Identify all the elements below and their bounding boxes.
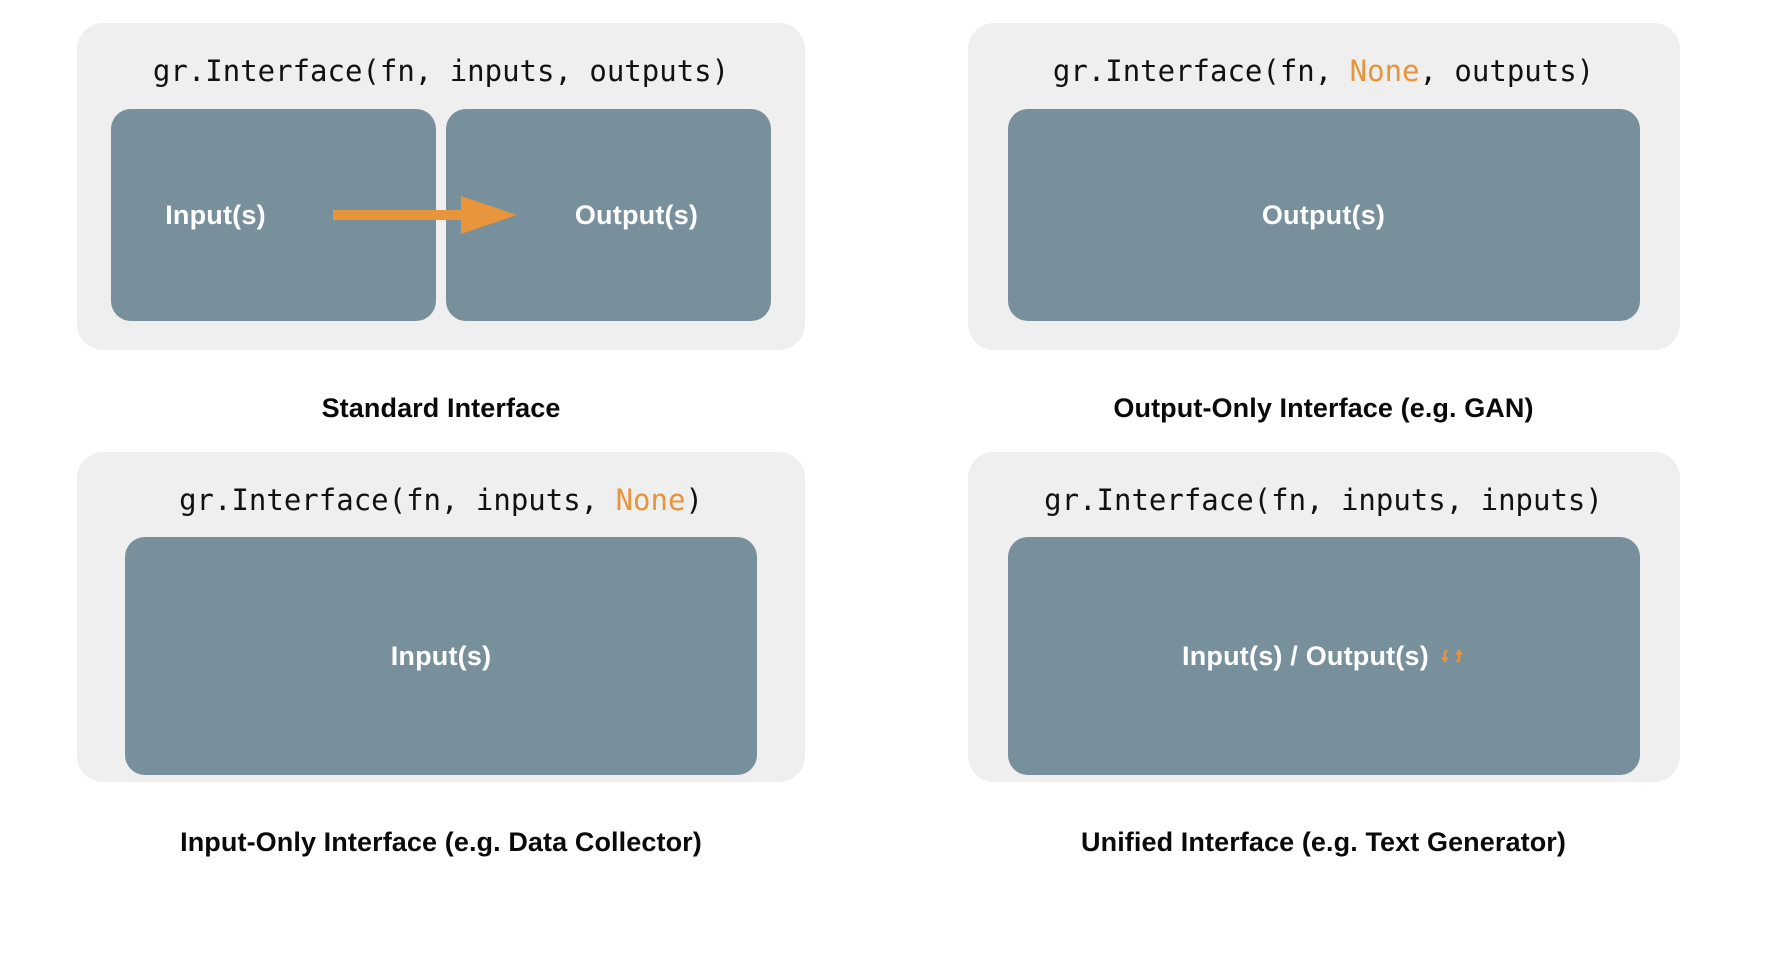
code-part-1: gr.Interface(fn, inputs, inputs) xyxy=(1044,483,1603,517)
panel-caption: Input-Only Interface (e.g. Data Collecto… xyxy=(180,827,702,857)
panel-caption: Output-Only Interface (e.g. GAN) xyxy=(1113,393,1534,423)
box-row: Output(s) xyxy=(1007,109,1640,321)
code-signature: gr.Interface(fn, inputs, inputs) xyxy=(1044,486,1603,515)
panel-card: gr.Interface(fn, inputs, inputs) Input(s… xyxy=(967,452,1680,782)
panel-caption: Standard Interface xyxy=(321,393,561,423)
panel-card: gr.Interface(fn, None, outputs) Output(s… xyxy=(967,23,1680,350)
code-none-keyword: None xyxy=(615,483,686,517)
box-row: Input(s) / Output(s) xyxy=(1007,537,1640,775)
code-part-1: gr.Interface(fn, inputs, outputs) xyxy=(152,54,730,88)
panel-caption: Unified Interface (e.g. Text Generator) xyxy=(1081,827,1566,857)
output-box-label: Output(s) xyxy=(574,199,699,230)
panel-unified-interface: gr.Interface(fn, inputs, inputs) Input(s… xyxy=(882,432,1765,975)
circular-arrows-icon xyxy=(1440,648,1464,664)
code-signature: gr.Interface(fn, inputs, outputs) xyxy=(153,57,729,86)
code-signature: gr.Interface(fn, inputs, None) xyxy=(179,486,703,515)
code-part-1: gr.Interface(fn, inputs, xyxy=(179,483,616,517)
code-part-1: gr.Interface(fn, xyxy=(1052,54,1350,88)
input-box[interactable]: Input(s) xyxy=(111,109,436,321)
output-box-label: Output(s) xyxy=(1261,199,1386,230)
input-box-label: Input(s) xyxy=(390,640,492,671)
panel-card: gr.Interface(fn, inputs, outputs) Input(… xyxy=(77,23,805,350)
input-output-box-text: Input(s) / Output(s) xyxy=(1182,640,1429,671)
panel-card: gr.Interface(fn, inputs, None) Input(s) xyxy=(77,452,805,782)
code-signature: gr.Interface(fn, None, outputs) xyxy=(1053,57,1594,86)
input-output-box[interactable]: Input(s) / Output(s) xyxy=(1007,537,1640,775)
panel-standard-interface: gr.Interface(fn, inputs, outputs) Input(… xyxy=(0,0,882,432)
input-box[interactable]: Input(s) xyxy=(125,537,757,775)
panel-output-only-interface: gr.Interface(fn, None, outputs) Output(s… xyxy=(882,0,1765,432)
code-part-2: , outputs) xyxy=(1419,54,1595,88)
code-part-2: ) xyxy=(685,483,703,517)
output-box[interactable]: Output(s) xyxy=(1007,109,1640,321)
box-row: Input(s) xyxy=(125,537,757,775)
box-row: Input(s) Output(s) xyxy=(111,109,771,321)
output-box[interactable]: Output(s) xyxy=(446,109,771,321)
input-output-box-label: Input(s) / Output(s) xyxy=(1182,641,1465,672)
input-box-label: Input(s) xyxy=(165,199,266,230)
panel-input-only-interface: gr.Interface(fn, inputs, None) Input(s) … xyxy=(0,432,882,975)
code-none-keyword: None xyxy=(1349,54,1420,88)
